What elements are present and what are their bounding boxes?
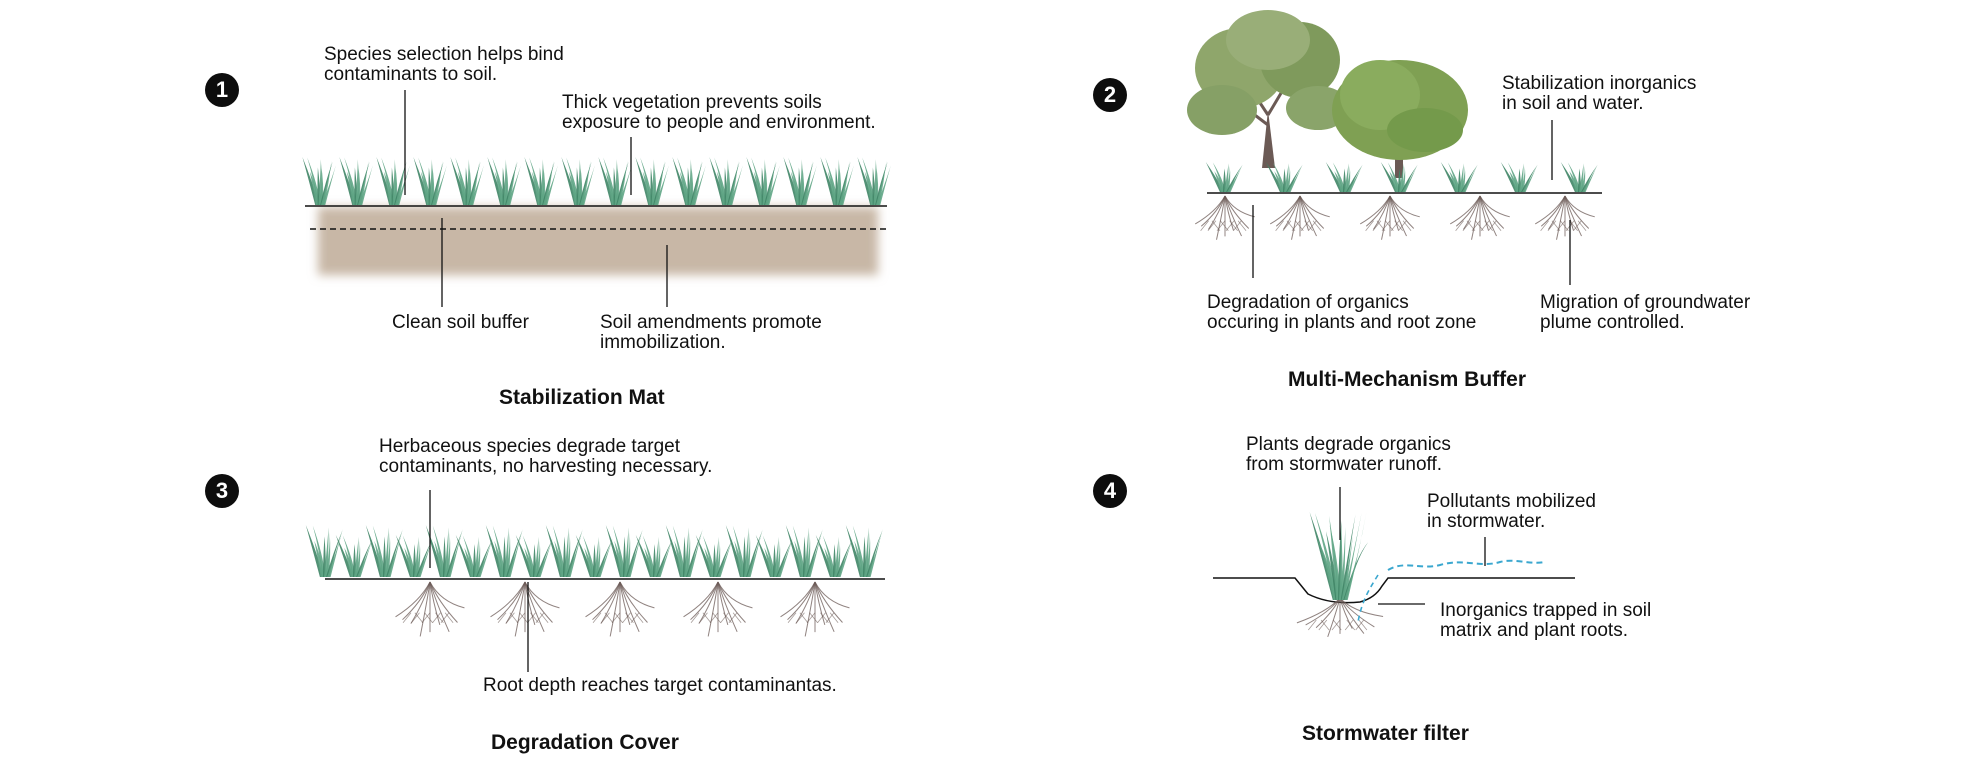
degradation-cover-title: Degradation Cover [491,731,679,754]
stabilization-mat-soil [318,207,878,275]
stabilization-mat-title: Stabilization Mat [499,386,665,409]
thick-vegetation-label: Thick vegetation prevents soils exposure… [562,92,876,133]
stabilization-mat-grass [302,157,891,205]
herbaceous-species-label: Herbaceous species degrade target contam… [379,436,713,477]
panel-2-number: 2 [1103,82,1117,107]
stormwater-grass [1309,512,1369,600]
stabilization-inorganics-label: Stabilization inorganics in soil and wat… [1502,73,1697,114]
clean-soil-buffer-label: Clean soil buffer [392,312,529,333]
stormwater-filter-title: Stormwater filter [1302,722,1469,745]
soil-amendments-label: Soil amendments promote immobilization. [600,312,822,353]
stormwater-runoff-water [1387,559,1546,571]
multi-mechanism-grass [1205,162,1598,192]
panel-3-number: 3 [215,478,229,503]
panel-1-number: 1 [215,77,229,102]
multi-mechanism-roots [1194,195,1595,240]
degradation-organics-label: Degradation of organics occuring in plan… [1207,292,1477,333]
plants-degrade-label: Plants degrade organics from stormwater … [1246,434,1451,475]
panel-4-number-badge: 4 [1093,474,1127,508]
degradation-cover-grass [305,525,883,577]
panel-3-number-badge: 3 [205,474,239,508]
inorganics-trapped-label: Inorganics trapped in soil matrix and pl… [1440,600,1652,641]
stormwater-infiltration-water [1357,574,1379,623]
panel-1-number-badge: 1 [205,73,239,107]
species-selection-label: Species selection helps bind contaminant… [324,44,564,85]
multi-mechanism-buffer-title: Multi-Mechanism Buffer [1288,368,1527,391]
migration-groundwater-label: Migration of groundwater plume controlle… [1540,292,1751,333]
stormwater-swale-outline [1213,577,1575,604]
degradation-cover-roots [395,581,850,637]
pollutants-mobilized-label: Pollutants mobilized in stormwater. [1427,491,1596,532]
stormwater-roots [1296,597,1384,638]
panel-4-number: 4 [1103,478,1117,503]
multi-mechanism-trees [1187,10,1468,178]
root-depth-label: Root depth reaches target contaminantas. [483,675,837,696]
panel-2-number-badge: 2 [1093,78,1127,112]
